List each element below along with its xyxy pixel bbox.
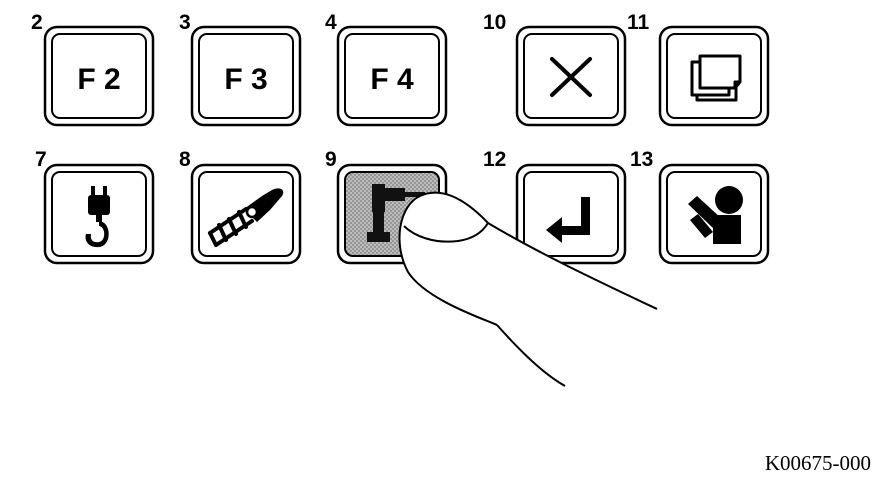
f3-key-label: F 3 xyxy=(224,63,267,96)
crane-hook-icon xyxy=(85,186,110,248)
button-boom[interactable]: 8 xyxy=(179,148,302,265)
callout-9: 9 xyxy=(325,148,337,171)
button-enter[interactable]: 12 xyxy=(483,148,627,265)
callout-3: 3 xyxy=(179,11,191,34)
button-close[interactable]: 10 xyxy=(483,11,627,127)
close-x-icon xyxy=(550,57,592,97)
callout-13: 13 xyxy=(630,148,653,171)
f4-key-label: F 4 xyxy=(370,63,414,96)
operator-person-icon xyxy=(688,186,743,244)
pressing-finger-illustration xyxy=(398,191,658,392)
machine-component-icon xyxy=(367,184,425,242)
figure-code: K00675-000 xyxy=(765,451,871,475)
button-f4[interactable]: 4 F 4 xyxy=(325,11,448,127)
f2-key-label: F 2 xyxy=(77,63,120,96)
callout-10: 10 xyxy=(483,11,506,34)
callout-8: 8 xyxy=(179,148,191,171)
button-operator[interactable]: 13 xyxy=(630,148,770,265)
button-f2[interactable]: 2 F 2 xyxy=(31,11,155,127)
boom-arm-icon xyxy=(208,188,284,247)
callout-12: 12 xyxy=(483,148,506,171)
callout-4: 4 xyxy=(325,11,337,34)
callout-11: 11 xyxy=(627,11,650,34)
button-hook[interactable]: 7 xyxy=(35,148,155,265)
button-copy[interactable]: 11 xyxy=(627,11,770,127)
button-f3[interactable]: 3 F 3 xyxy=(179,11,302,127)
callout-7: 7 xyxy=(35,148,47,171)
return-enter-icon xyxy=(546,197,590,243)
callout-2: 2 xyxy=(31,11,43,34)
copy-pages-icon xyxy=(690,54,742,102)
